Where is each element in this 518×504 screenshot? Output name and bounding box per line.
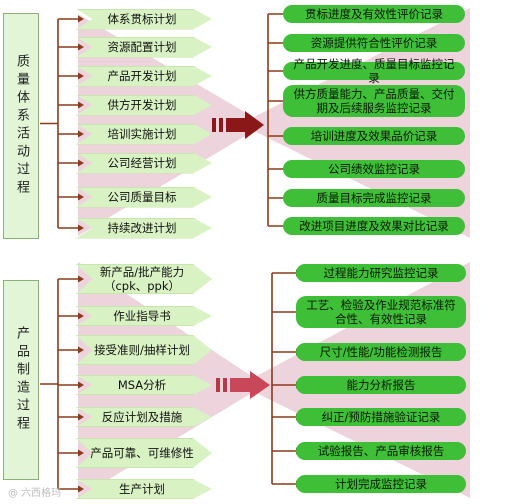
production-result-6: 试验报告、产品审核报告	[296, 442, 466, 460]
production-stage-7: 生产计划	[76, 479, 212, 499]
production-stage-2: 作业指导书	[76, 306, 212, 326]
quality-stage-6: 公司经营计划	[76, 152, 212, 174]
quality-stage-link-arrowhead-7	[78, 193, 84, 201]
production-stage-link-arrowhead-7	[78, 485, 84, 493]
quality-stage-link-arrowhead-3	[78, 72, 84, 80]
production-process-label: 产品制造过程	[3, 280, 39, 480]
quality-result-7: 质量目标完成监控记录	[283, 189, 465, 207]
quality-stage-1: 体系贯标计划	[76, 8, 212, 30]
quality-stage-link-arrowhead-5	[78, 130, 84, 138]
production-stage-1: 新产品/批产能力（cpk、ppk）	[76, 264, 212, 294]
quality-stage-3: 产品开发计划	[76, 65, 212, 87]
quality-stage-7: 公司质量目标	[76, 186, 212, 208]
production-stage-5: 反应计划及措施	[76, 407, 212, 427]
quality-stage-link-arrowhead-8	[78, 224, 84, 232]
production-result-5: 纠正/预防措施验证记录	[296, 408, 466, 426]
quality-stage-link-arrowhead-6	[78, 159, 84, 167]
quality-result-2: 资源提供符合性评价记录	[283, 34, 465, 52]
quality-result-6: 公司绩效监控记录	[283, 160, 465, 178]
quality-result-1: 贯标进度及有效性评价记录	[283, 5, 465, 23]
quality-stage-link-arrowhead-2	[78, 43, 84, 51]
quality-result-5: 培训进度及效果品价记录	[283, 127, 465, 145]
quality-result-8: 改进项目进度及效果对比记录	[283, 217, 465, 235]
production-stage-link-arrowhead-6	[78, 449, 84, 457]
production-result-4: 能力分析报告	[296, 376, 466, 394]
quality-stage-2: 资源配置计划	[76, 36, 212, 58]
quality-stage-link-arrowhead-1	[78, 15, 84, 23]
production-stage-3: 接受准则/抽样计划	[76, 335, 212, 365]
production-stage-link-arrowhead-4	[78, 381, 84, 389]
quality-result-4: 供方质量能力、产品质量、交付期及后续服务监控记录	[283, 85, 465, 117]
production-stage-link-arrowhead-3	[78, 346, 84, 354]
quality-stage-5: 培训实施计划	[76, 123, 212, 145]
production-result-2: 工艺、检验及作业规范标准符合性、有效性记录	[296, 296, 466, 328]
quality-stage-link-arrowhead-4	[78, 101, 84, 109]
production-stage-6: 产品可靠、可维修性	[76, 438, 212, 468]
watermark: @ 六西格玛	[8, 488, 62, 499]
quality-stage-4: 供方开发计划	[76, 94, 212, 116]
production-result-7: 计划完成监控记录	[296, 475, 466, 493]
production-stage-link-arrowhead-1	[78, 275, 84, 283]
quality-process-label: 质量体系活动过程	[3, 13, 39, 239]
production-result-1: 过程能力研究监控记录	[296, 264, 466, 282]
production-result-3: 尺寸/性能/功能检测报告	[296, 343, 466, 361]
production-stage-link-arrowhead-2	[78, 312, 84, 320]
quality-stage-8: 持续改进计划	[76, 217, 212, 239]
quality-result-3: 产品开发进度、质量目标监控记录	[283, 57, 465, 85]
production-stage-4: MSA分析	[76, 375, 212, 395]
production-stage-link-arrowhead-5	[78, 413, 84, 421]
